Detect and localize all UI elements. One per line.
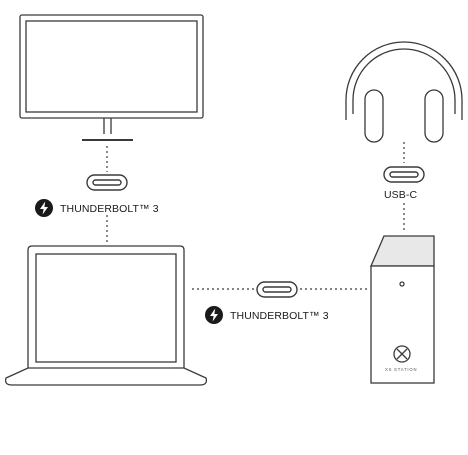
xs-logo-icon — [393, 345, 411, 363]
thunderbolt-icon — [205, 306, 223, 324]
thunderbolt-icon — [35, 199, 53, 217]
station-body — [370, 265, 435, 384]
monitor-neck — [103, 118, 112, 134]
middle-connection-label: THUNDERBOLT™ 3 — [230, 310, 329, 322]
headband-inner — [352, 48, 456, 114]
monitor-icon — [19, 14, 204, 141]
headband-outer — [345, 41, 463, 120]
station-led — [399, 281, 405, 287]
usb-c-port-icon — [383, 166, 425, 183]
top-connection-label: THUNDERBOLT™ 3 — [60, 203, 159, 215]
usb-c-port-icon — [256, 281, 298, 298]
monitor-screen-inner — [25, 20, 198, 113]
usb-c-label: USB-C — [384, 189, 418, 201]
laptop-lid — [27, 245, 185, 368]
right-ear-cup — [424, 89, 444, 143]
station-brand-label: XS STATION — [385, 367, 418, 372]
laptop-base — [4, 367, 208, 386]
left-ear-cup — [364, 89, 384, 143]
station-icon — [370, 235, 435, 384]
monitor-screen — [19, 14, 204, 119]
station-top-face — [370, 235, 435, 267]
headphones-icon — [345, 41, 463, 143]
laptop-screen — [35, 253, 177, 363]
laptop-icon — [4, 245, 208, 386]
usb-c-port-icon — [86, 174, 128, 191]
